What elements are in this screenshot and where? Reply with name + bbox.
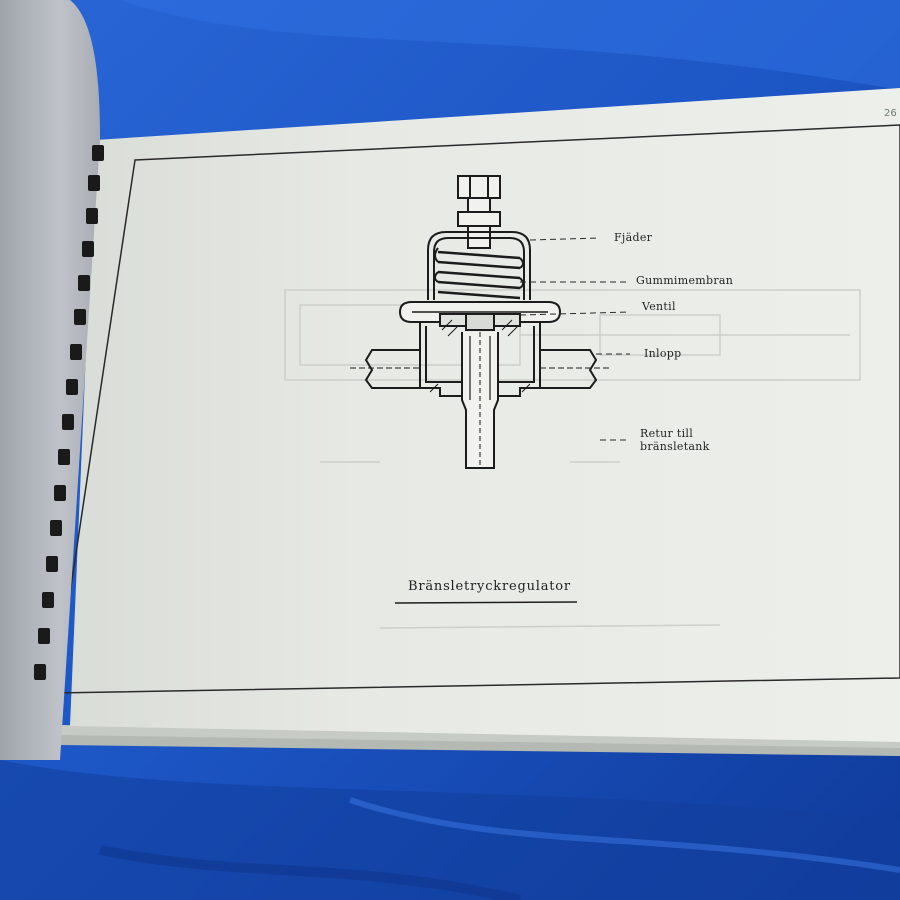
page-number: 26	[884, 108, 897, 119]
leader-lines	[519, 237, 631, 441]
label-spring: Fjäder	[614, 231, 653, 244]
label-return-line1: Retur till	[640, 427, 694, 440]
label-membrane: Gummimembran	[636, 274, 734, 287]
label-inlet: Inlopp	[644, 347, 682, 360]
diagram-caption: Bränsletryckregulator	[408, 579, 571, 594]
bleed-through-drawing	[284, 289, 861, 629]
caption-underline	[394, 601, 578, 604]
spiral-binding	[34, 145, 104, 680]
label-valve: Ventil	[642, 300, 676, 313]
regulator-drawing	[350, 175, 610, 469]
booklet-cover	[0, 0, 100, 760]
label-return-line2: bränsletank	[640, 440, 710, 453]
